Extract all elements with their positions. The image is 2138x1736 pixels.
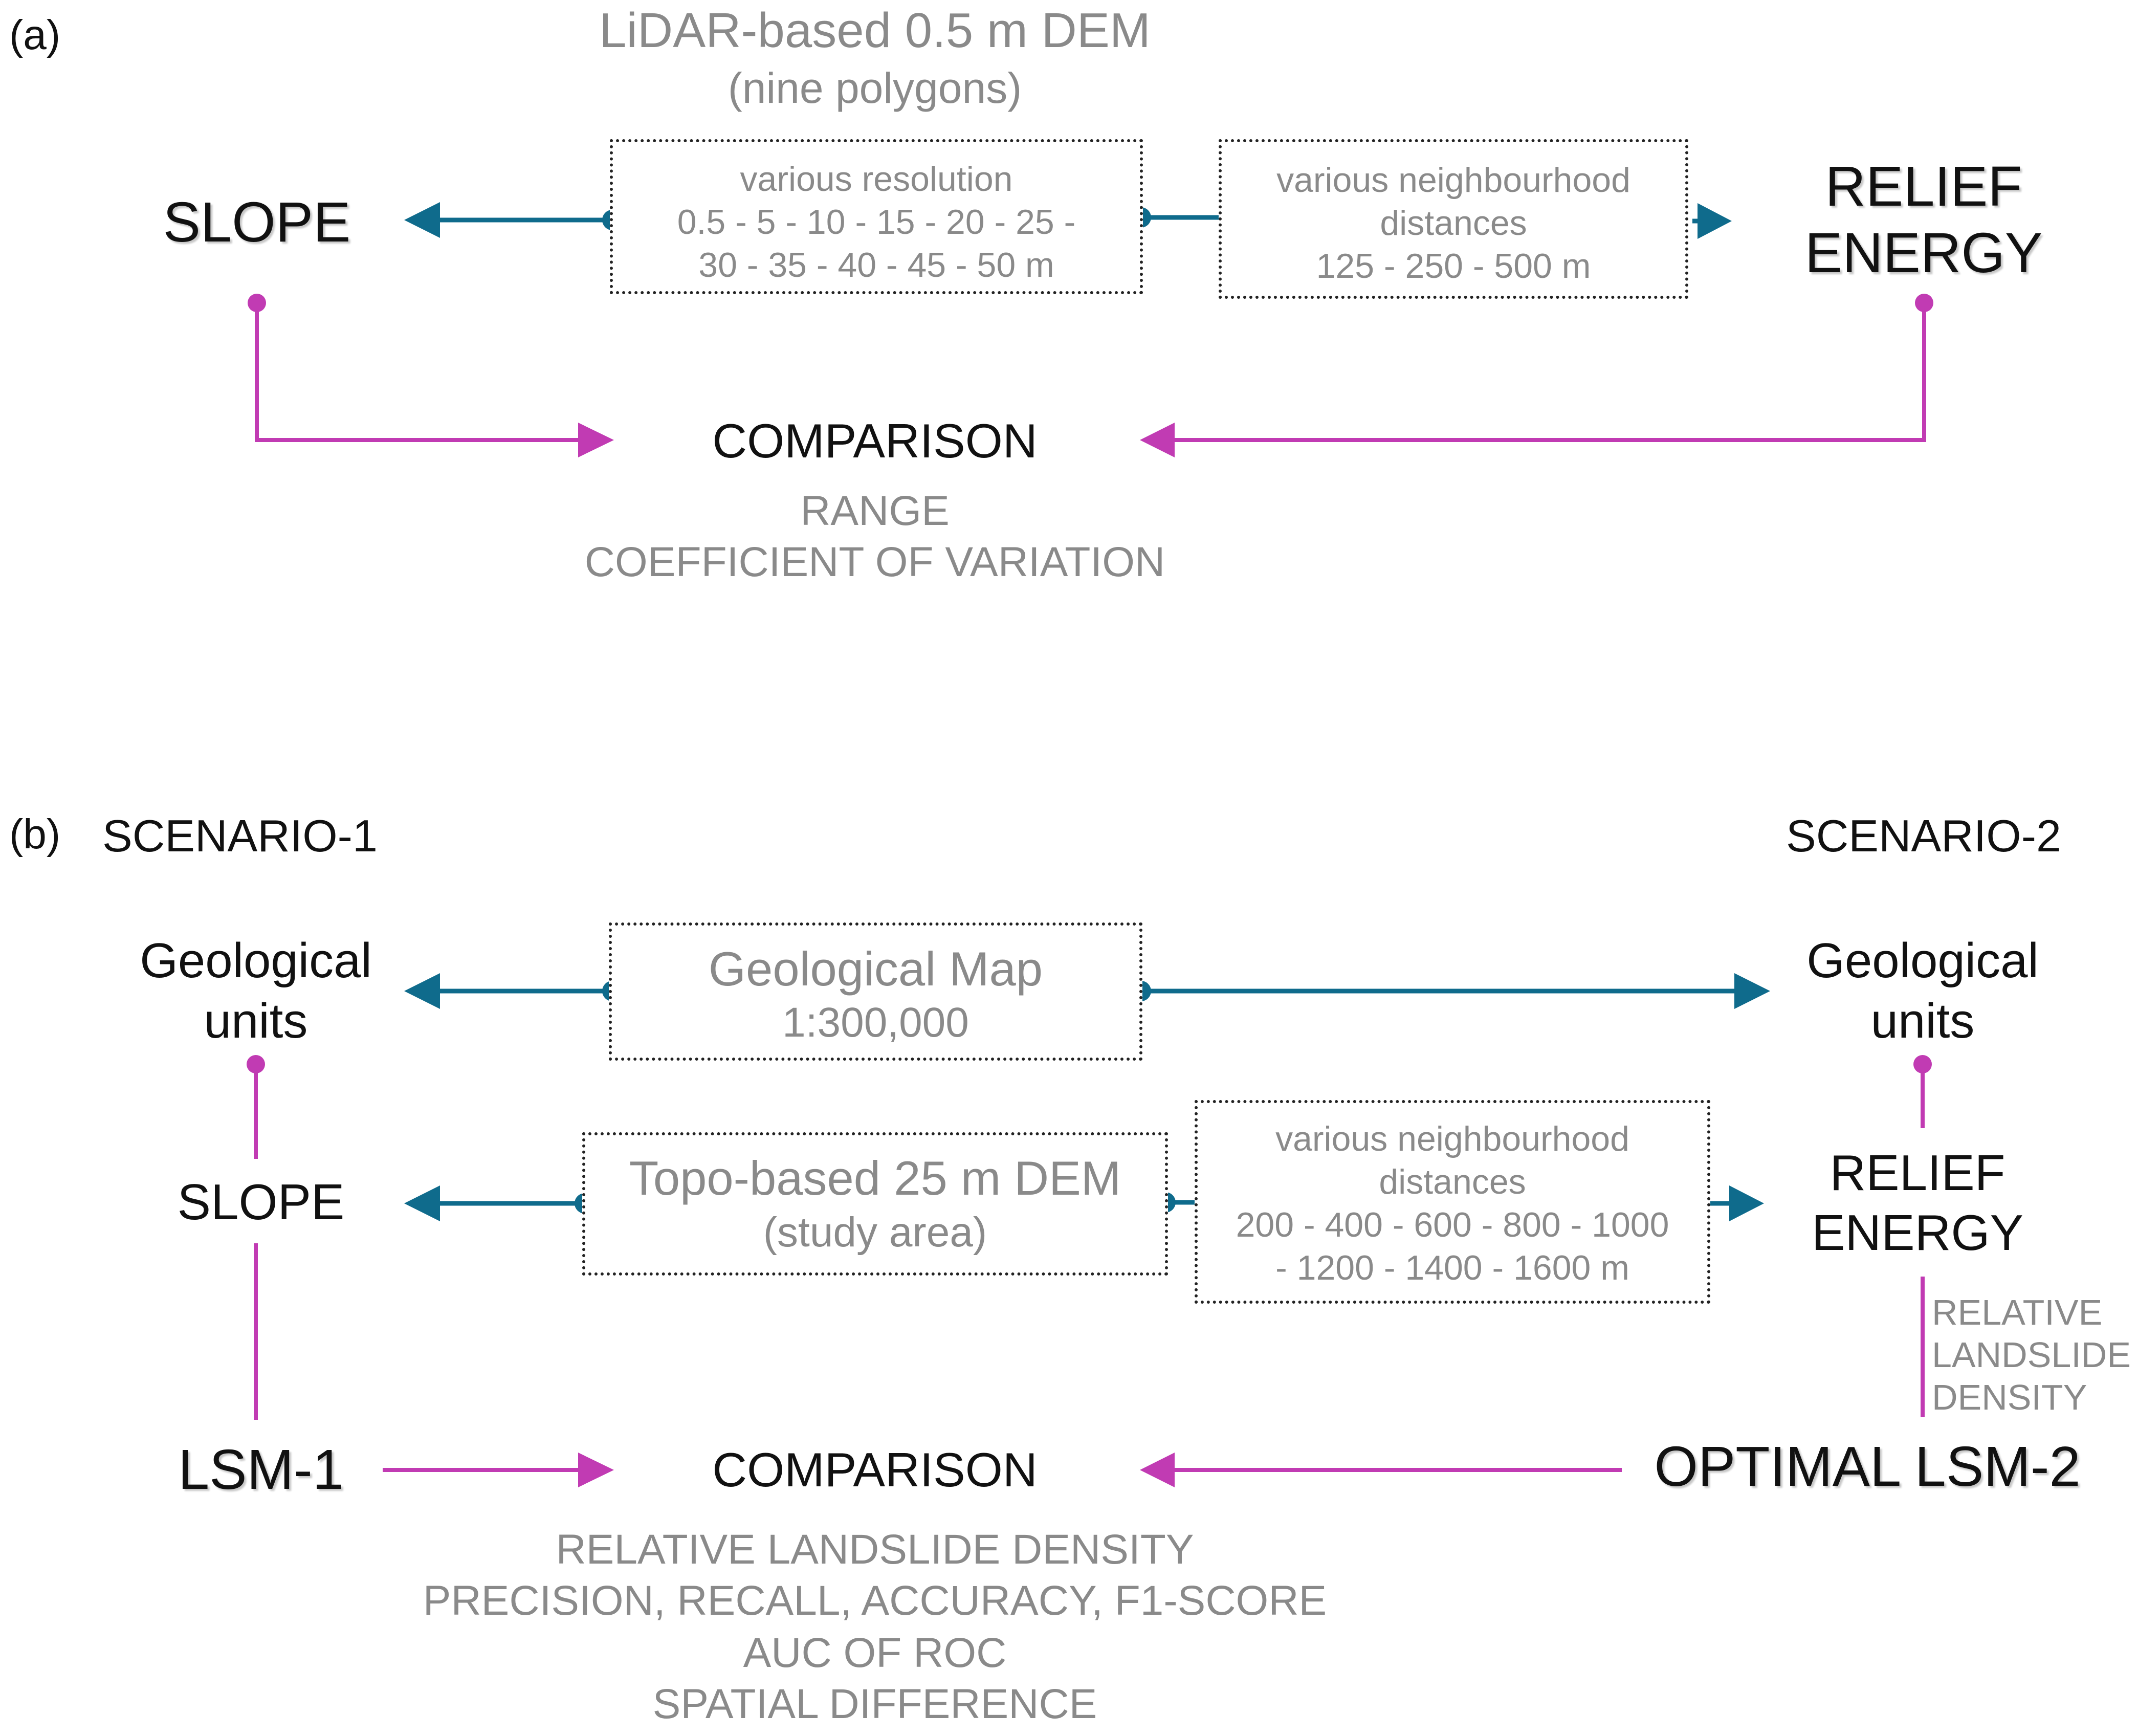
arrow-geomap-to-geo-left [404,973,623,1009]
resolution-box: various resolution 0.5 - 5 - 10 - 15 - 2… [610,139,1143,294]
comparison-b-metric-rld: RELATIVE LANDSLIDE DENSITY [556,1526,1194,1573]
slope-node-a: SLOPE [163,191,351,254]
geological-units-left-line1: Geological [140,933,372,988]
scenario-1-label: SCENARIO-1 [102,810,378,861]
topo-dem-title-prefix: Topo-based [629,1151,894,1205]
rld-label-line1: RELATIVE [1932,1292,2103,1332]
geological-units-left-line2: units [204,994,308,1048]
arrow-slope-to-comparison-a [248,294,614,457]
geological-map-scale: 1:300,000 [782,999,969,1046]
optimal-lsm2-node: OPTIMAL LSM-2 [1654,1435,2081,1498]
arrow-lsm2-to-comparison [1140,1453,1622,1487]
scenario-2-label: SCENARIO-2 [1786,810,2061,861]
source-subtitle: (nine polygons) [728,64,1022,112]
lsm1-node: LSM-1 [178,1438,344,1501]
comparison-node-a: COMPARISON [712,414,1038,468]
topo-dem-title: Topo-based 25 m DEM [585,1150,1165,1207]
relief-node-b-line1: RELIEF [1830,1145,2005,1201]
relief-node-a-line1: RELIEF [1825,155,2022,218]
geological-map-box: Geological Map 1:300,000 [609,922,1142,1061]
rld-label-line2: LANDSLIDE [1932,1335,2131,1375]
neighbourhood-box-b-line4: - 1200 - 1400 - 1600 m [1275,1248,1629,1287]
comparison-b-metric-spatial: SPATIAL DIFFERENCE [652,1681,1097,1727]
topo-dem-subtitle: (study area) [763,1209,987,1256]
relief-node-b-line2: ENERGY [1812,1204,2023,1261]
neighbourhood-box-b-line1: various neighbourhood [1275,1119,1629,1158]
arrow-relief-to-comparison-a [1140,294,1933,457]
neighbourhood-box-a-line3: 125 - 250 - 500 m [1316,247,1591,285]
geological-units-right-line1: Geological [1806,933,2039,988]
geological-map-title: Geological Map [708,942,1043,996]
resolution-box-line3: 30 - 35 - 40 - 45 - 50 m [698,246,1054,284]
comparison-a-metric-range: RANGE [800,488,950,534]
neighbourhood-box-b: various neighbourhood distances 200 - 40… [1195,1100,1710,1304]
neighbourhood-box-b-line3: 200 - 400 - 600 - 800 - 1000 [1236,1205,1669,1244]
panel-b-label: (b) [9,811,61,858]
comparison-b-metric-auc: AUC OF ROC [743,1630,1007,1676]
resolution-box-line2: 0.5 - 5 - 10 - 15 - 20 - 25 - [677,203,1076,241]
line-geo-left-to-slope [247,1055,265,1159]
panel-a-label: (a) [9,12,61,58]
comparison-a-metric-cv: COEFFICIENT OF VARIATION [584,539,1165,585]
comparison-b-metric-classification: PRECISION, RECALL, ACCURACY, F1-SCORE [423,1577,1327,1624]
geological-units-right-line2: units [1870,994,1975,1048]
arrow-topo-to-slope [404,1185,595,1221]
arrow-lsm1-to-comparison [383,1453,614,1487]
source-title: LiDAR-based 0.5 m DEM [599,3,1151,58]
topo-dem-title-resolution: 25 m DEM [894,1151,1121,1205]
line-geo-right-to-relief [1913,1055,1932,1128]
resolution-box-line1: various resolution [740,160,1013,199]
arrow-geomap-to-geo-right [1131,973,1770,1009]
rld-label-line3: DENSITY [1932,1377,2087,1417]
neighbourhood-box-a-line2: distances [1380,204,1527,243]
slope-node-b: SLOPE [177,1174,345,1230]
neighbourhood-box-a: various neighbourhood distances 125 - 25… [1219,139,1688,299]
topo-dem-box: Topo-based 25 m DEM (study area) [582,1132,1168,1276]
neighbourhood-box-b-line2: distances [1379,1162,1526,1201]
neighbourhood-box-a-line1: various neighbourhood [1276,161,1630,200]
comparison-node-b: COMPARISON [712,1443,1038,1497]
arrow-resolution-to-slope [404,202,623,238]
relief-node-a-line2: ENERGY [1804,222,2043,284]
